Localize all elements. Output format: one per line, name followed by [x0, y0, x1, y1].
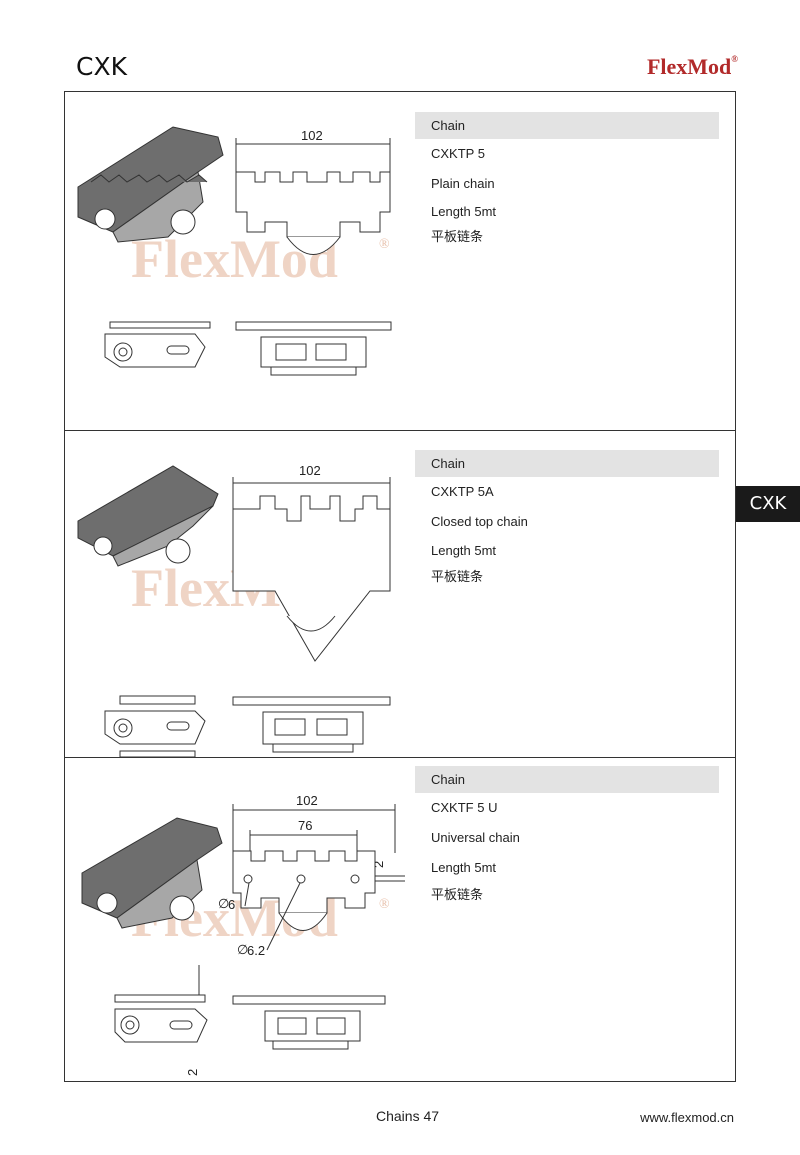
brand-logo: FlexMod® [646, 54, 738, 79]
width-dimension: 102 [299, 463, 321, 478]
product-cn-name: 平板链条 [431, 570, 484, 585]
side-tab[interactable]: CXK [736, 486, 800, 522]
section-divider [65, 430, 735, 431]
product-length: Length 5mt [431, 860, 497, 875]
product-frame: FlexMod ® 102 [64, 91, 736, 1082]
watermark-mark: ® [379, 897, 390, 912]
hole-small-symbol: ∅ [218, 896, 229, 911]
product-length: Length 5mt [431, 204, 497, 219]
section-heading: Chain [415, 450, 719, 477]
product-code: CXKTP 5 [431, 146, 485, 161]
hole-large-symbol: ∅ [237, 942, 248, 957]
hole-small-dimension: 6 [228, 897, 235, 912]
offset-dimension: 2 [371, 861, 386, 868]
page-title: CXK [76, 52, 127, 81]
hole-large-dimension: 6.2 [247, 943, 265, 958]
chain-3d-render [77, 465, 219, 567]
side-offset-dimension: 2 [185, 1069, 200, 1076]
top-view [235, 321, 392, 376]
top-view [232, 696, 391, 753]
side-view [119, 750, 196, 757]
section-closed-top-chain: FlexMod ® 102 [65, 431, 735, 757]
product-code: CXKTP 5A [431, 484, 494, 499]
website-url[interactable]: www.flexmod.cn [640, 1110, 734, 1125]
product-code: CXKTF 5 U [431, 800, 498, 815]
product-cn-name: 平板链条 [431, 888, 484, 903]
product-description: Universal chain [431, 830, 520, 845]
page-number: Chains 47 [376, 1108, 440, 1124]
side-view [104, 695, 206, 745]
front-view [235, 171, 391, 238]
product-cn-name: 平板链条 [431, 230, 484, 245]
pitch-dimension: 76 [298, 818, 312, 833]
width-dimension: 102 [296, 793, 318, 808]
section-plain-chain: FlexMod ® 102 [65, 92, 735, 430]
section-divider [65, 757, 735, 758]
section-heading: Chain [415, 112, 719, 139]
watermark-mark: ® [379, 237, 390, 252]
product-length: Length 5mt [431, 543, 497, 558]
width-dimension: 102 [301, 128, 323, 143]
chain-3d-render [77, 126, 224, 243]
front-view [232, 495, 391, 662]
chain-drawing-closed: FlexMod ® 102 [77, 463, 391, 757]
section-heading: Chain [415, 766, 719, 793]
chain-drawing-plain: FlexMod ® 102 [77, 126, 392, 376]
product-description: Plain chain [431, 176, 495, 191]
section-universal-chain: FlexMod ® 102 76 2 ∅ [65, 758, 735, 1082]
side-view [104, 321, 211, 368]
top-view [232, 995, 386, 1050]
chain-drawing-universal: FlexMod ® 102 76 2 ∅ [81, 793, 405, 1076]
product-description: Closed top chain [431, 514, 528, 529]
chain-3d-render [81, 817, 223, 929]
side-view [114, 965, 208, 1043]
